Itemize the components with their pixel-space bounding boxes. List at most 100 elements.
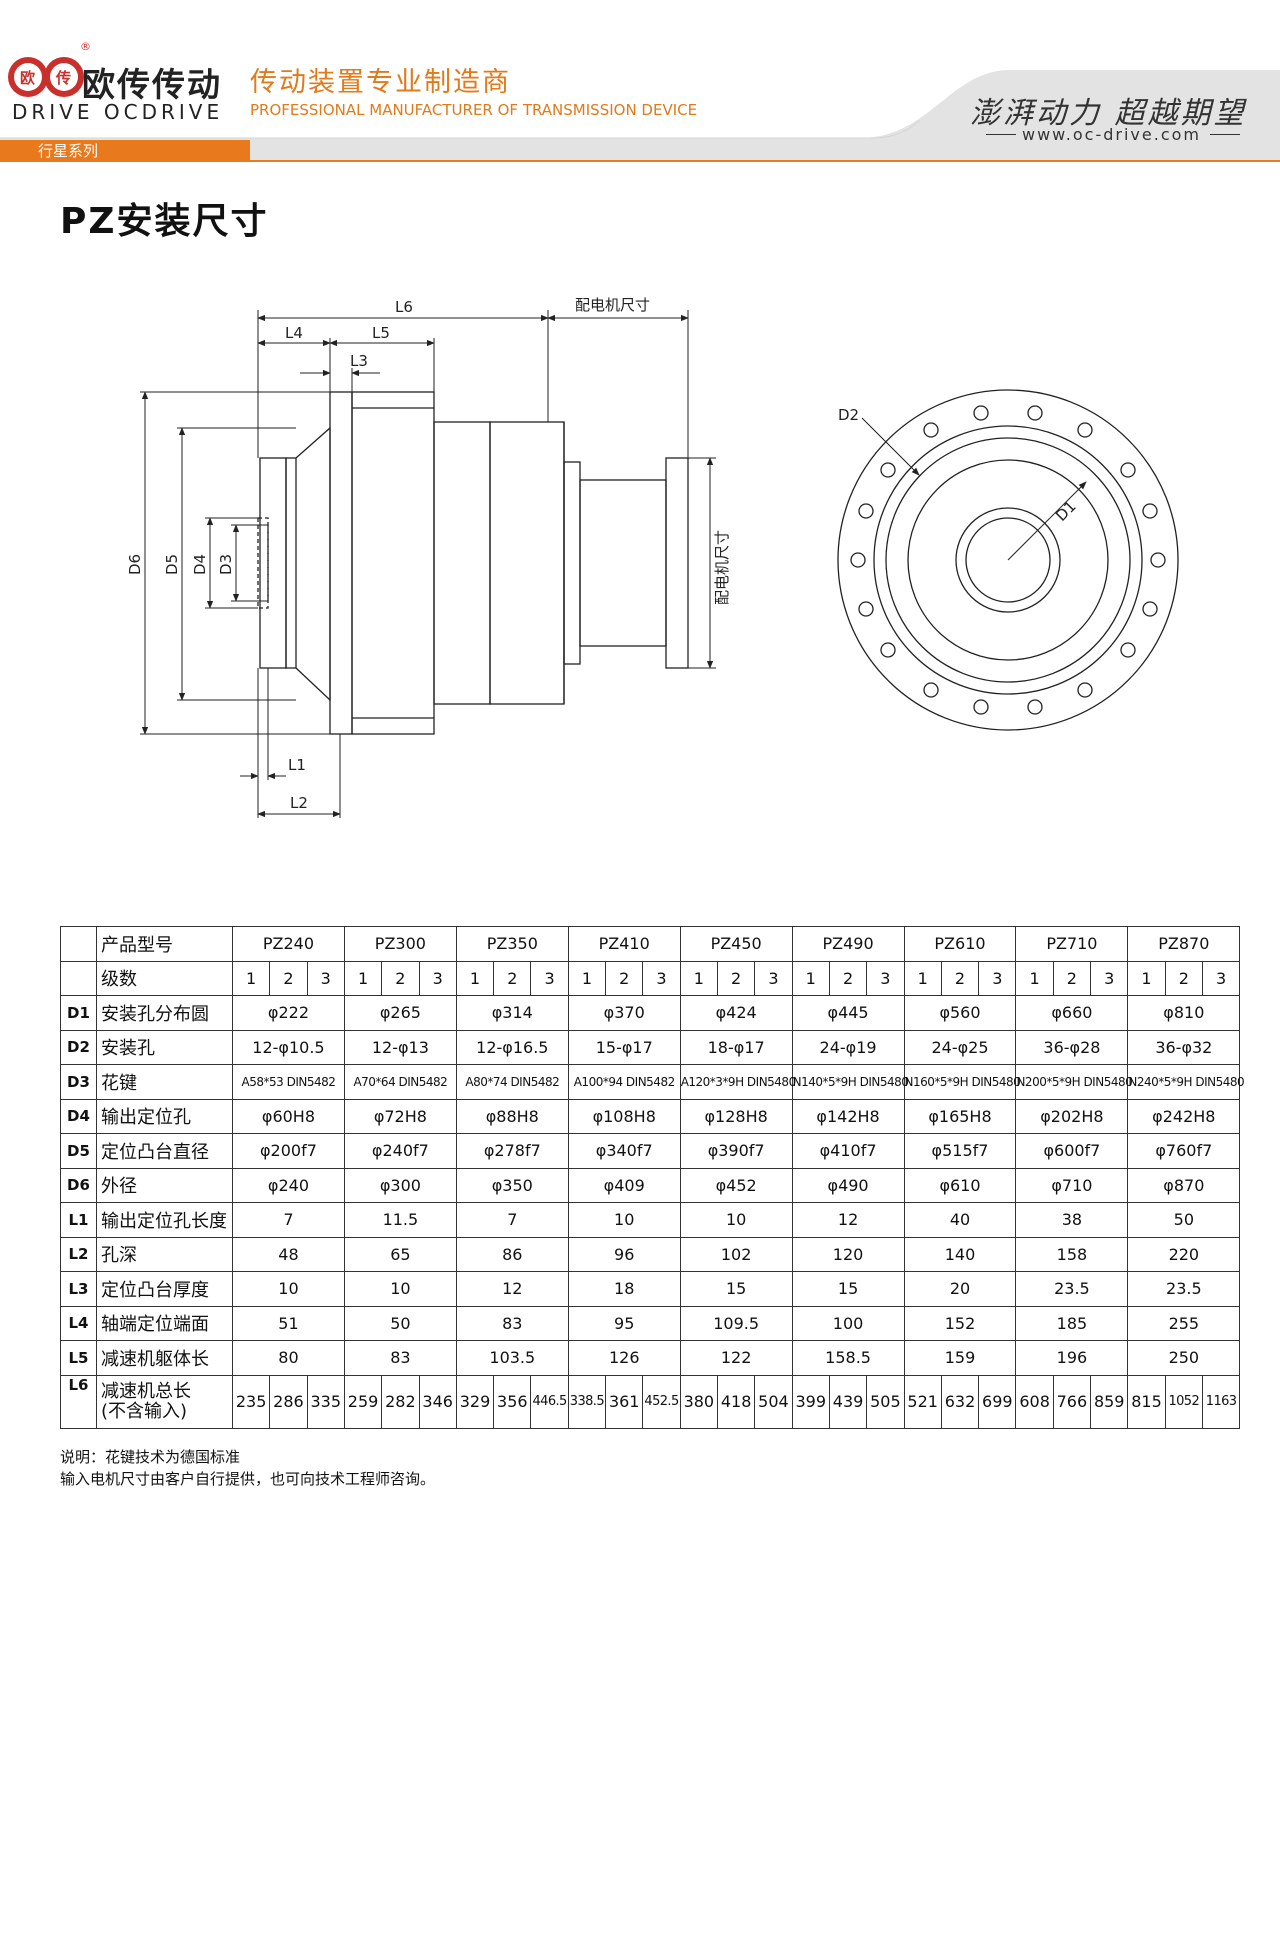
table-cell: 439	[828, 1374, 868, 1429]
table-cell: 1163	[1201, 1374, 1241, 1429]
table-cell: φ240	[232, 1167, 345, 1203]
table-cell: 86	[455, 1236, 569, 1272]
table-cell: 7	[232, 1202, 345, 1238]
label-L2: L2	[290, 794, 308, 812]
row-name-line2: (不含输入)	[101, 1400, 188, 1422]
stage-cell: 3	[754, 960, 793, 996]
table-cell: 521	[903, 1374, 942, 1429]
stage-cell: 1	[343, 960, 383, 996]
table-cell: 100	[791, 1305, 905, 1341]
logo-mark-left: 欧	[20, 69, 35, 87]
table-cell: 120	[791, 1236, 905, 1272]
model-header-cell: PZ610	[903, 926, 1017, 962]
table-cell: 15	[791, 1271, 905, 1307]
row-code: D2	[60, 1029, 97, 1065]
table-cell: φ710	[1015, 1167, 1129, 1203]
table-cell: 152	[903, 1305, 1017, 1341]
table-cell: φ445	[791, 995, 905, 1031]
stage-cell: 1	[455, 960, 495, 996]
stage-cell: 3	[866, 960, 905, 996]
table-cell: 452.5	[642, 1374, 681, 1429]
table-cell: A70*64 DIN5482	[343, 1064, 457, 1100]
dimension-lines	[140, 310, 716, 818]
table-cell: 15-φ17	[567, 1029, 681, 1065]
table-cell: 235	[231, 1374, 271, 1429]
table-cell: 282	[381, 1374, 420, 1429]
stage-cell: 3	[1201, 960, 1241, 996]
table-cell: 96	[567, 1236, 681, 1272]
website: www.oc-drive.com	[1022, 125, 1201, 144]
website-line-right	[1210, 134, 1240, 135]
table-cell: N240*5*9H DIN5480	[1127, 1064, 1245, 1100]
stage-cell: 1	[1127, 960, 1166, 996]
table-cell: 196	[1015, 1340, 1129, 1376]
label-D3: D3	[217, 554, 235, 575]
table-cell: 83	[343, 1340, 457, 1376]
table-cell: 12	[455, 1271, 569, 1307]
table-cell: A58*53 DIN5482	[232, 1064, 345, 1100]
table-cell: 48	[232, 1236, 345, 1272]
row-name: 轴端定位端面	[96, 1305, 233, 1341]
label-motor-side: 配电机尺寸	[713, 530, 731, 605]
row-code: L1	[60, 1202, 97, 1238]
table-cell: 50	[343, 1305, 457, 1341]
table-cell: 1052	[1164, 1374, 1203, 1429]
table-cell: φ240f7	[343, 1133, 457, 1169]
row-name: 安装孔分布圆	[96, 995, 233, 1031]
table-cell: φ870	[1127, 1167, 1241, 1203]
row-code: D5	[60, 1133, 97, 1169]
table-cell: 504	[754, 1374, 793, 1429]
row-code: L6	[60, 1374, 97, 1429]
row-name: 减速机躯体长	[96, 1340, 233, 1376]
table-cell: 12-φ16.5	[455, 1029, 569, 1065]
table-cell: 12-φ10.5	[232, 1029, 345, 1065]
table-cell: φ340f7	[567, 1133, 681, 1169]
stage-cell: 2	[828, 960, 868, 996]
table-cell: φ265	[343, 995, 457, 1031]
table-cell: φ560	[903, 995, 1017, 1031]
row-code: D4	[60, 1098, 97, 1134]
stage-cell: 1	[679, 960, 718, 996]
row-name: 输出定位孔长度	[96, 1202, 233, 1238]
table-cell: A100*94 DIN5482	[567, 1064, 681, 1100]
row-name: 外径	[96, 1167, 233, 1203]
row-name: 孔深	[96, 1236, 233, 1272]
label-D6: D6	[126, 554, 144, 575]
table-cell: φ410f7	[791, 1133, 905, 1169]
table-cell: 40	[903, 1202, 1017, 1238]
header-label: 产品型号	[96, 926, 233, 962]
table-cell: φ660	[1015, 995, 1129, 1031]
drawing-labels: L6 配电机尺寸 L4 L5 L3 L1 L2 D6 D5 D4 D3 配电机尺…	[126, 296, 731, 812]
table-cell: 23.5	[1127, 1271, 1241, 1307]
table-cell: 159	[903, 1340, 1017, 1376]
table-cell: 185	[1015, 1305, 1129, 1341]
label-D2: D2	[838, 406, 859, 424]
table-cell: 95	[567, 1305, 681, 1341]
stage-cell: 1	[567, 960, 607, 996]
table-cell: 356	[493, 1374, 532, 1429]
table-cell: 329	[455, 1374, 495, 1429]
stage-cell: 2	[716, 960, 756, 996]
table-cell: 24-φ19	[791, 1029, 905, 1065]
table-cell: 286	[269, 1374, 308, 1429]
model-header-cell: PZ240	[232, 926, 345, 962]
table-cell: φ515f7	[903, 1133, 1017, 1169]
model-header-cell: PZ350	[455, 926, 569, 962]
row-name: 输出定位孔	[96, 1098, 233, 1134]
table-cell: 220	[1127, 1236, 1241, 1272]
model-header-cell: PZ300	[343, 926, 457, 962]
tagline-en: PROFESSIONAL MANUFACTURER OF TRANSMISSIO…	[250, 101, 698, 119]
table-cell: φ72H8	[343, 1098, 457, 1134]
table-cell: φ370	[567, 995, 681, 1031]
stage-cell: 3	[642, 960, 681, 996]
row-code: L3	[60, 1271, 97, 1307]
table-cell: 24-φ25	[903, 1029, 1017, 1065]
header-gray-band	[0, 70, 1280, 162]
stage-cell: 3	[530, 960, 569, 996]
table-cell: φ128H8	[679, 1098, 793, 1134]
label-L6: L6	[395, 298, 413, 316]
